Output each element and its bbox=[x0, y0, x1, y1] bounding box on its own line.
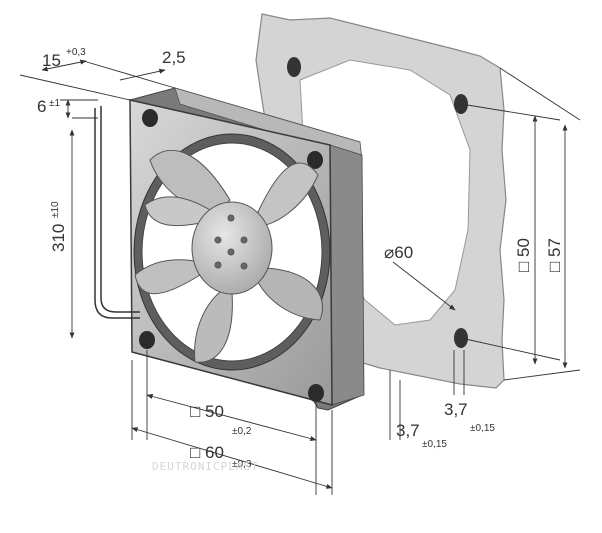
cable bbox=[94, 106, 140, 319]
fan-hole-bottom-right bbox=[308, 384, 324, 402]
fan-hole-top-left bbox=[142, 109, 158, 127]
fan-hole-top-right bbox=[307, 151, 323, 169]
panel-hole-top-left bbox=[287, 57, 301, 77]
fan-hole-bottom-left bbox=[139, 331, 155, 349]
hub bbox=[191, 201, 273, 295]
dimension-lines bbox=[19, 59, 581, 495]
impeller bbox=[134, 150, 324, 363]
